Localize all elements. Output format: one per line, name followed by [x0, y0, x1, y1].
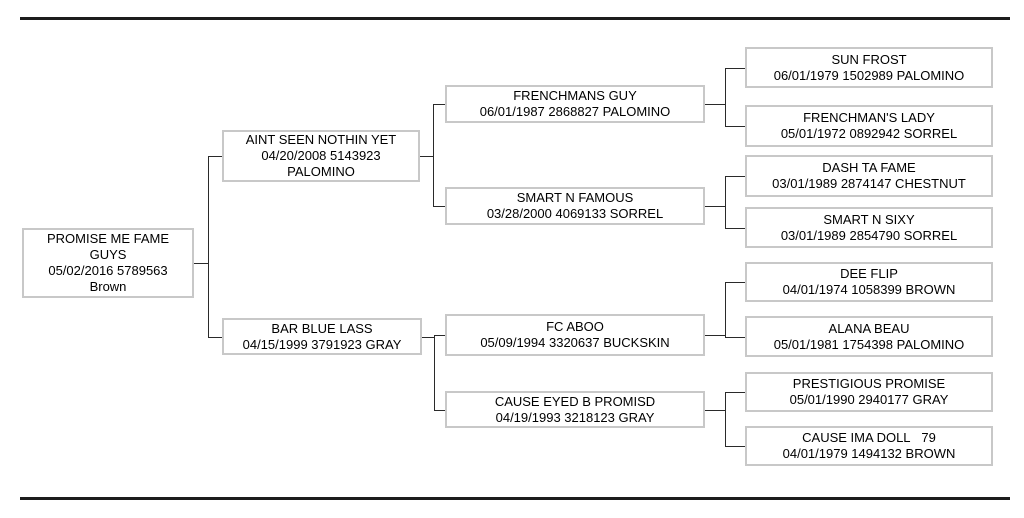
connector-line	[725, 228, 745, 229]
pedigree-node-text: 04/15/1999 3791923 GRAY	[242, 336, 402, 352]
connector-line	[433, 104, 445, 105]
connector-line	[434, 335, 445, 336]
pedigree-node-text: PALOMINO	[287, 164, 355, 179]
pedigree-node-text: Brown	[89, 279, 127, 294]
pedigree-node-text: ALANA BEAU	[828, 320, 910, 336]
pedigree-node-text: PRESTIGIOUS PROMISE	[792, 376, 946, 391]
pedigree-node-text: 06/01/1987 2868827 PALOMINO	[479, 104, 671, 119]
connector-line	[725, 68, 726, 127]
pedigree-node-text: SMART N SIXY	[823, 211, 915, 227]
pedigree-node-text: CAUSE IMA DOLL 79	[802, 430, 936, 445]
pedigree-node-text: 03/01/1989 2854790 SORREL	[780, 227, 958, 243]
pedigree-node-text: FRENCHMAN'S LADY	[803, 110, 935, 125]
pedigree-node-text: 05/02/2016 5789563	[48, 263, 168, 278]
connector-line	[705, 206, 725, 207]
bottom-rule	[20, 497, 1010, 500]
pedigree-node-text: FRENCHMANS GUY	[513, 88, 637, 103]
pedigree-node-text: SMART N FAMOUS	[516, 190, 634, 205]
pedigree-node-text: 05/09/1994 3320637 BUCKSKIN	[480, 335, 670, 350]
pedigree-node-text: 04/20/2008 5143923	[261, 148, 381, 163]
connector-line	[208, 337, 222, 338]
pedigree-node-text: DEE FLIP	[840, 266, 898, 281]
pedigree-node-text: BAR BLUE LASS	[271, 320, 373, 336]
pedigree-node-text: DASH TA FAME	[822, 160, 916, 175]
connector-line	[208, 156, 222, 157]
pedigree-node-text: 04/01/1979 1494132 BROWN	[782, 446, 956, 461]
connector-line	[725, 176, 726, 229]
connector-line	[725, 282, 745, 283]
connector-line	[725, 282, 726, 338]
pedigree-node-text: AINT SEEN NOTHIN YET	[245, 132, 397, 147]
pedigree-node-text: FC ABOO	[546, 319, 604, 334]
connector-line	[725, 392, 726, 447]
pedigree-node-text: 04/01/1974 1058399 BROWN	[782, 282, 956, 297]
top-rule	[20, 17, 1010, 20]
connector-line	[434, 410, 445, 411]
connector-line	[725, 126, 745, 127]
connector-line	[194, 263, 208, 264]
pedigree-node-text: 03/28/2000 4069133 SORREL	[486, 206, 664, 221]
connector-line	[725, 392, 745, 393]
connector-line	[725, 176, 745, 177]
pedigree-node-text: SUN FROST	[831, 51, 907, 67]
connector-line	[433, 104, 434, 207]
pedigree-node-text: CAUSE EYED B PROMISD	[494, 393, 656, 409]
connector-line	[420, 156, 433, 157]
pedigree-node-text: GUYS	[89, 247, 127, 262]
pedigree-node-text: 05/01/1990 2940177 GRAY	[789, 392, 949, 407]
pedigree-node-text: 05/01/1972 0892942 SORREL	[780, 126, 958, 141]
connector-line	[705, 335, 725, 336]
connector-line	[208, 156, 209, 338]
connector-line	[705, 104, 725, 105]
connector-line	[434, 335, 435, 411]
connector-line	[725, 337, 745, 338]
connector-line	[433, 206, 445, 207]
connector-line	[725, 68, 745, 69]
connector-line	[422, 337, 434, 338]
pedigree-node-text: 06/01/1979 1502989 PALOMINO	[773, 67, 965, 83]
pedigree-node-text: 04/19/1993 3218123 GRAY	[495, 409, 655, 425]
pedigree-node-text: 05/01/1981 1754398 PALOMINO	[773, 336, 965, 352]
pedigree-node-text: 03/01/1989 2874147 CHESTNUT	[772, 176, 966, 191]
connector-line	[705, 410, 725, 411]
pedigree-node-text: PROMISE ME FAME	[46, 231, 170, 246]
connector-line	[725, 446, 745, 447]
